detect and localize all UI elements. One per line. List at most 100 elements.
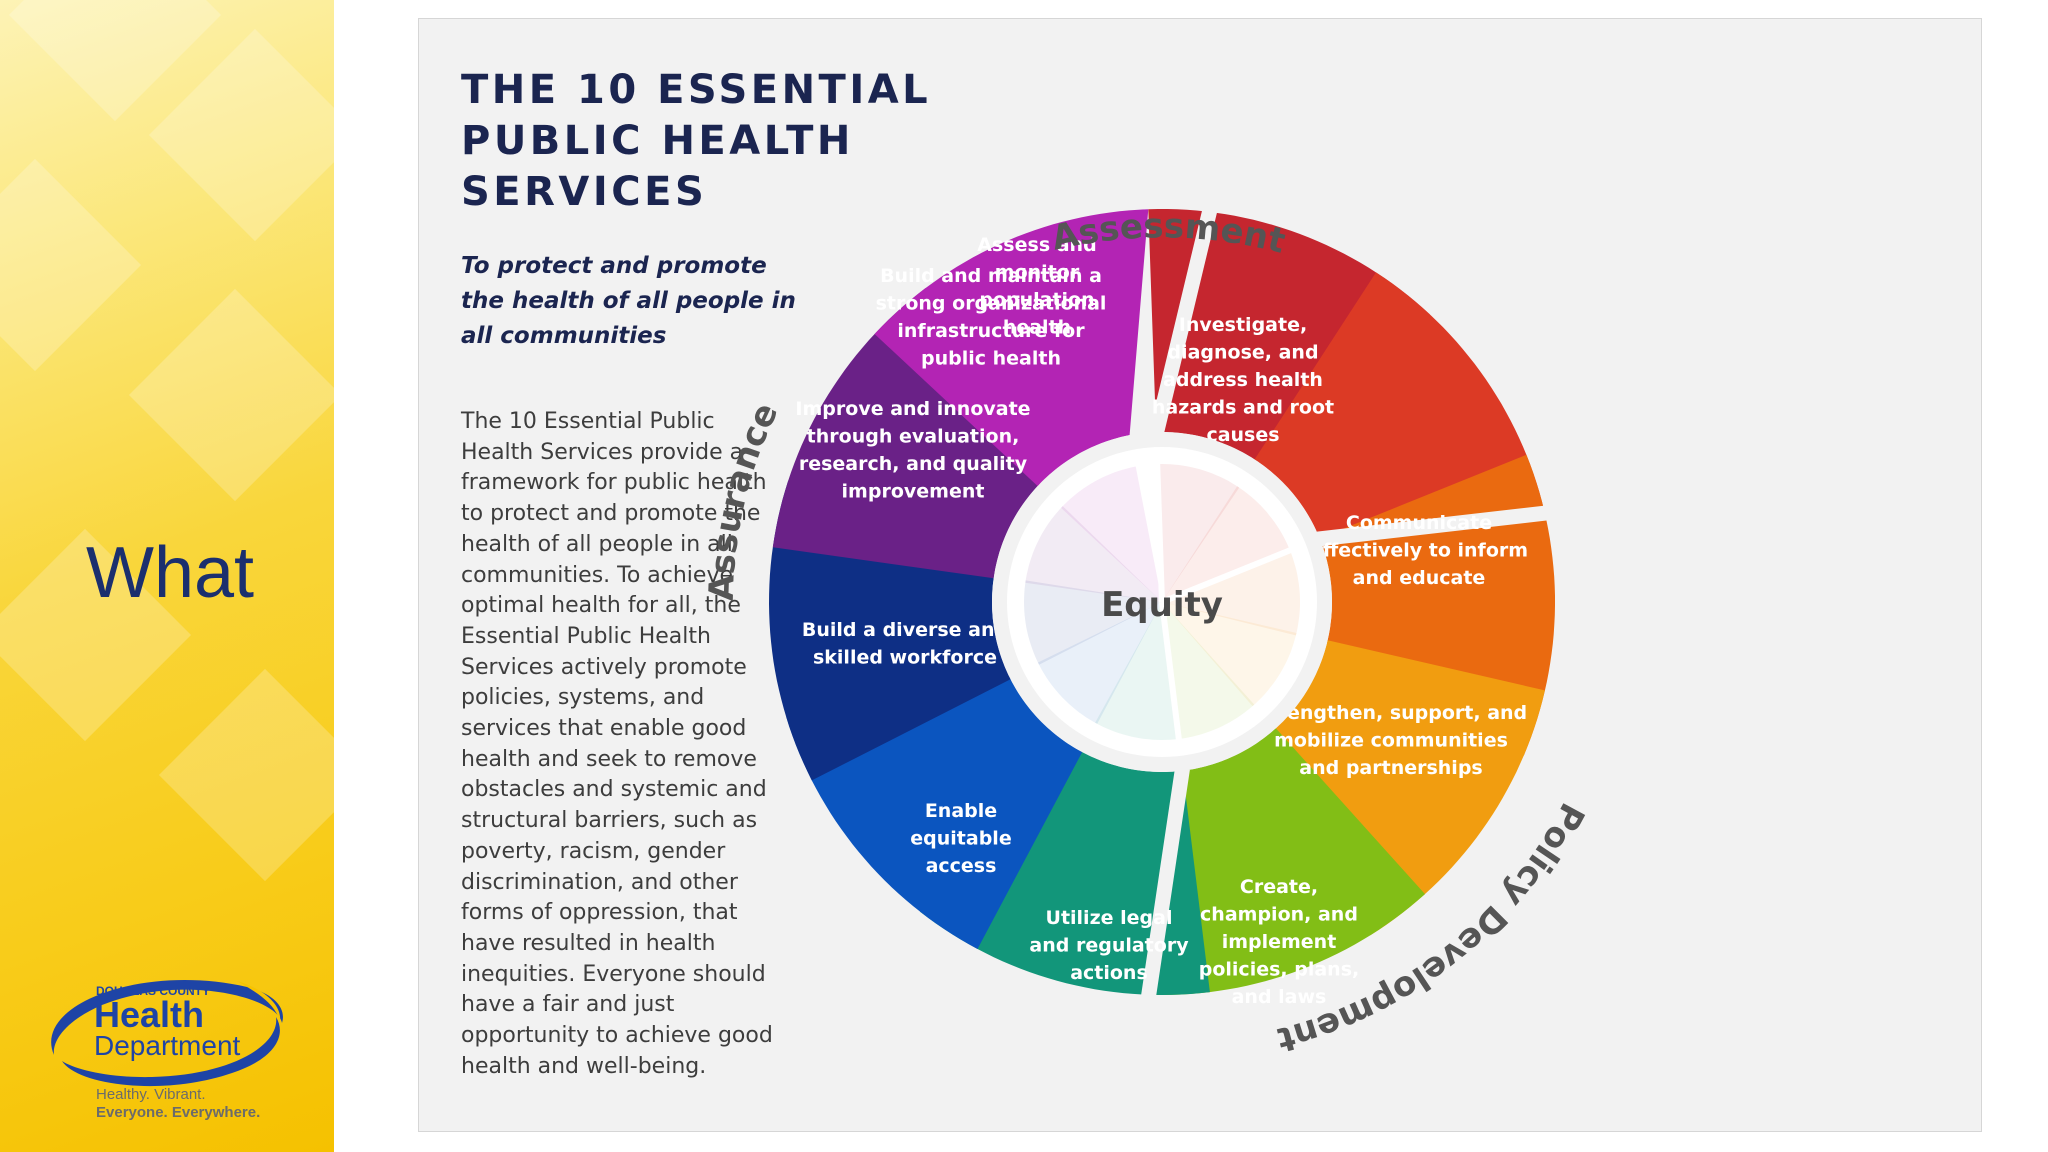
- segment-label-access: Enable equitable access: [910, 800, 1011, 877]
- segment-improve: [772, 288, 1040, 579]
- segment-label-line: diagnose, and: [1167, 342, 1318, 364]
- poster-body-line: opportunity to achieve good: [461, 1023, 773, 1049]
- segment-label-line: Improve and innovate: [795, 398, 1030, 420]
- poster-body-line: communities. To achieve: [461, 562, 734, 588]
- segment-infrastructure: [874, 209, 1149, 487]
- center-wedge-assess: [1157, 464, 1240, 602]
- segment-label-line: Investigate,: [1179, 314, 1307, 336]
- poster-subtitle: To protect and promote the health of all …: [461, 249, 801, 354]
- segment-investigate: [1254, 272, 1547, 542]
- douglas-county-health-logo: DOUGLAS COUNTY Health Department Healthy…: [51, 980, 283, 1121]
- essential-services-poster: THE 10 ESSENTIAL PUBLIC HEALTH SERVICES To…: [418, 18, 1982, 1132]
- separator-policy-assurance: [1140, 767, 1190, 1000]
- poster-body-line: obstacles and systemic and: [461, 777, 767, 803]
- segment-label-line: Enable: [925, 800, 997, 822]
- logo-swoosh-accent: [237, 981, 281, 1021]
- separator-assurance-assessment: [1148, 206, 1218, 436]
- segment-label-line: Assess and: [977, 234, 1096, 256]
- segment-label-line: hazards and root: [1152, 397, 1334, 419]
- segment-label-line: population: [979, 289, 1094, 311]
- segment-label-line: policies, plans,: [1199, 959, 1359, 981]
- poster-body-line: have resulted in health: [461, 930, 716, 956]
- poster-body-line: inequities. Everyone should: [461, 961, 766, 987]
- poster-title-line: SERVICES: [461, 169, 708, 215]
- segment-label-line: and laws: [1232, 986, 1327, 1008]
- poster-title-line: THE 10 ESSENTIAL: [461, 67, 932, 113]
- segment-label-line: actions: [1070, 962, 1148, 984]
- center-separator: [1160, 546, 1293, 605]
- center-wedge-improve: [1025, 506, 1162, 602]
- poster-body-line: to protect and promote the: [461, 501, 761, 527]
- segment-label-line: research, and quality: [799, 453, 1028, 475]
- segment-label-line: address health: [1163, 369, 1323, 391]
- center-wedge-communicate: [1162, 550, 1300, 636]
- segment-label-investigate: Investigate, diagnose, and address health h…: [1152, 314, 1334, 446]
- segment-label-line: access: [926, 855, 997, 877]
- poster-body-line: health and seek to remove: [461, 746, 757, 772]
- poster-body-line: discrimination, and other: [461, 869, 738, 895]
- segment-label-assess: Assess and monitor population health: [977, 234, 1096, 339]
- logo-org-line: DOUGLAS COUNTY: [96, 984, 210, 998]
- segment-label-line: effectively to inform: [1310, 540, 1528, 562]
- segment-label-line: Create,: [1240, 876, 1318, 898]
- segment-label-line: and partnerships: [1299, 757, 1482, 779]
- poster-body-line: Services actively promote: [461, 654, 747, 680]
- segment-label-line: through evaluation,: [807, 426, 1020, 448]
- center-wedge-workforce: [1024, 580, 1162, 665]
- poster-title-line: PUBLIC HEALTH: [461, 118, 854, 164]
- segment-label-create: Create, champion, and implement policies, p…: [1199, 876, 1359, 1008]
- poster-subtitle-line: the health of all people in: [461, 288, 796, 314]
- segment-label-line: health: [1003, 317, 1071, 339]
- poster-body-line: Essential Public Health: [461, 623, 711, 649]
- segment-label-line: causes: [1206, 424, 1279, 446]
- segment-label-line: implement: [1222, 931, 1337, 953]
- segment-label-strengthen: Strengthen, support, and mobilize communi…: [1255, 702, 1527, 779]
- services-wheel: Assess and monitor population health Investi…: [702, 206, 1592, 1060]
- poster-body-line: framework for public health: [461, 470, 767, 496]
- poster-subtitle-line: To protect and promote: [461, 253, 767, 279]
- poster-title: THE 10 ESSENTIAL PUBLIC HEALTH SERVICES: [461, 65, 981, 218]
- logo-swoosh-bottom: [62, 1017, 280, 1087]
- segment-label-line: equitable: [910, 828, 1011, 850]
- segment-label-line: Build a diverse and: [802, 619, 1008, 641]
- logo-name-line2: Department: [94, 1030, 241, 1061]
- wheel-segments: Assess and monitor population health Investi…: [769, 206, 1555, 1008]
- segment-label-line: Communicate: [1346, 512, 1492, 534]
- logo-tagline1: Healthy. Vibrant.: [96, 1086, 206, 1103]
- segment-label-improve: Improve and innovate through evaluation, r…: [795, 398, 1030, 503]
- segment-label-line: strong organizational: [876, 293, 1107, 315]
- poster-body-line: services that enable good: [461, 716, 747, 742]
- poster-body-line: optimal health for all, the: [461, 593, 741, 619]
- poster-body-line: structural barriers, such as: [461, 808, 758, 834]
- logo-swoosh-top: [51, 980, 283, 1055]
- segment-label-line: infrastructure for: [897, 320, 1085, 342]
- poster-subtitle-line: all communities: [461, 323, 667, 349]
- center-separator: [1154, 461, 1165, 603]
- poster-body-line: poverty, racism, gender: [461, 838, 726, 864]
- segment-label-line: Strengthen, support, and: [1255, 702, 1527, 724]
- sidebar-panel: What DOUGLAS COUNTY Health Department He…: [0, 0, 334, 1152]
- segment-label-line: mobilize communities: [1274, 730, 1508, 752]
- decorative-diamond: [0, 158, 142, 372]
- center-wedge-create: [1162, 602, 1255, 740]
- poster-body-line: forms of oppression, that: [461, 900, 738, 926]
- segment-label-line: monitor: [995, 262, 1080, 284]
- center-wedge-legal: [1095, 602, 1179, 740]
- segment-label-workforce: Build a diverse and skilled workforce: [802, 619, 1008, 669]
- segment-label-line: champion, and: [1200, 904, 1358, 926]
- poster-body-line: Health Services provide a: [461, 439, 744, 465]
- poster-body-line: have a fair and just: [461, 992, 675, 1018]
- segment-assess: [1148, 209, 1430, 462]
- segment-label-line: Utilize legal: [1046, 907, 1173, 929]
- segment-create: [1141, 728, 1425, 995]
- decorative-diamond: [158, 668, 334, 882]
- center-pastel-wheel: [1024, 461, 1300, 742]
- segment-label-line: skilled workforce: [813, 647, 997, 669]
- separator-assessment-policy: [1316, 505, 1550, 547]
- poster-body-line: policies, systems, and: [461, 685, 705, 711]
- poster-body-line: The 10 Essential Public: [461, 409, 715, 434]
